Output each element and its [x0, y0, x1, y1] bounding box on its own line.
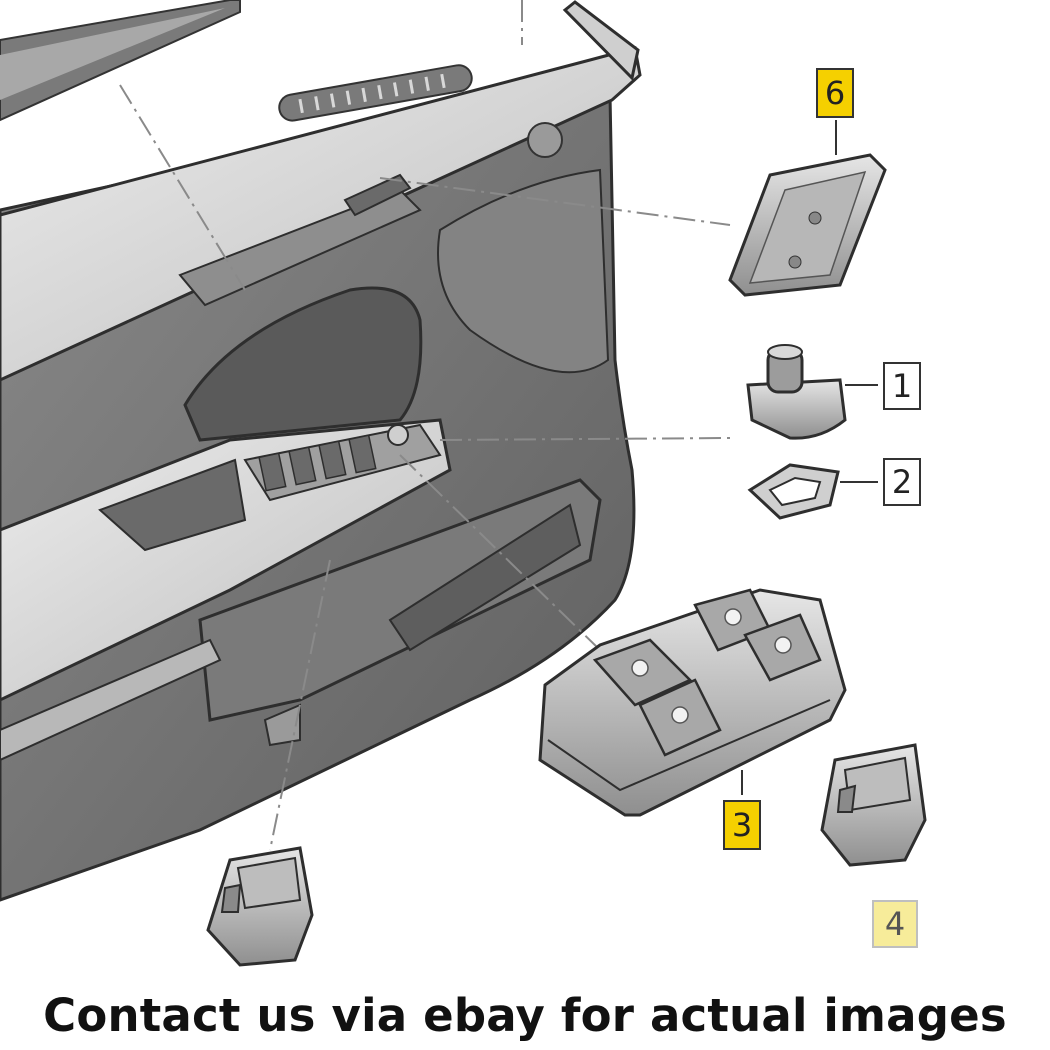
speaker-grille: [278, 64, 473, 122]
callout-2: 2: [883, 458, 921, 506]
callout-4: 4: [872, 900, 918, 948]
door-handle: [178, 188, 422, 307]
part-4-single-switch: [820, 743, 927, 867]
callout-3: 3: [723, 800, 761, 850]
door-upper-trim: [0, 46, 642, 382]
callout-1: 1: [883, 362, 921, 410]
door-pocket: [198, 478, 602, 722]
part-6-button: [728, 120, 887, 297]
armrest: [0, 418, 452, 702]
contact-notice: Contact us via ebay for actual images: [43, 989, 1007, 1042]
callout-6: 6: [816, 68, 854, 118]
fabric-insert-upper: [183, 286, 423, 442]
part-2-gasket: [747, 463, 878, 520]
window-seal-strip: [0, 0, 241, 122]
part-1-knob: [746, 344, 878, 440]
diagram-svg: [0, 0, 927, 967]
door-lock-knob: [527, 122, 563, 158]
part-3-window-switch: [538, 588, 847, 817]
lower-single-switch: [206, 846, 314, 967]
